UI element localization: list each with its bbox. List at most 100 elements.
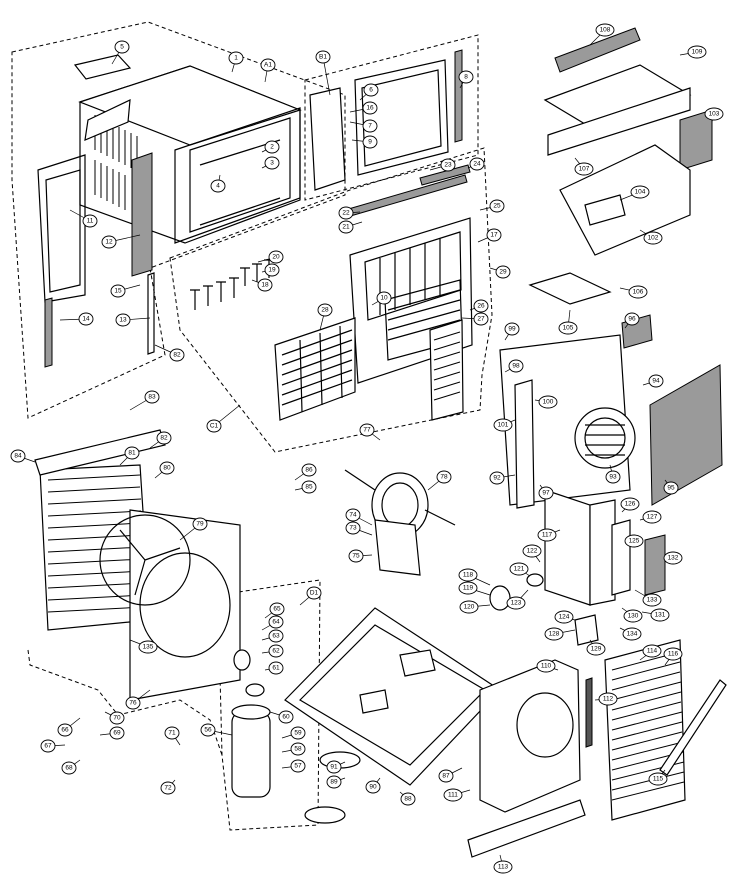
callout-96: 96 bbox=[624, 312, 640, 329]
callout-oval bbox=[345, 521, 361, 535]
callout-label: 126 bbox=[625, 501, 636, 508]
callout-24: 24 bbox=[467, 157, 485, 171]
callout-oval bbox=[630, 185, 650, 199]
side-seal-strip-12 bbox=[131, 152, 153, 277]
callout-label: 104 bbox=[635, 189, 646, 196]
group-outline-c1 bbox=[169, 147, 493, 453]
callout-oval bbox=[504, 322, 520, 336]
callout-label: 114 bbox=[647, 648, 658, 655]
callout-label: 87 bbox=[442, 773, 450, 780]
callout-oval bbox=[489, 199, 505, 213]
callout-oval bbox=[538, 486, 554, 500]
callout-label: 16 bbox=[366, 105, 374, 112]
callout-oval bbox=[115, 313, 131, 327]
cabinet-outer-case bbox=[37, 54, 302, 368]
callout-label: 1 bbox=[234, 55, 238, 62]
callout-label: 105 bbox=[563, 325, 574, 332]
blower-assembly bbox=[499, 314, 723, 509]
callout-label: 131 bbox=[655, 612, 666, 619]
blower-wheel-93 bbox=[574, 407, 636, 469]
overload-63 bbox=[233, 649, 251, 671]
callout-oval bbox=[598, 692, 618, 706]
compressor bbox=[231, 649, 271, 798]
callout-label: 19 bbox=[268, 267, 276, 274]
callout-100: 100 bbox=[534, 395, 558, 409]
callout-28: 28 bbox=[317, 303, 333, 331]
callout-oval bbox=[264, 140, 280, 154]
callout-oval bbox=[268, 615, 284, 629]
callout-oval bbox=[192, 517, 208, 531]
callout-oval bbox=[61, 761, 77, 775]
callout-label: 121 bbox=[514, 566, 525, 573]
callout-56: 56 bbox=[200, 723, 233, 737]
callout-111: 111 bbox=[443, 788, 471, 802]
callout-90: 90 bbox=[365, 777, 381, 794]
callout-66: 66 bbox=[57, 717, 81, 737]
callout-label: 102 bbox=[648, 235, 659, 242]
callout-B1: B1 bbox=[315, 50, 331, 96]
callout-82: 82 bbox=[154, 344, 185, 362]
condenser-coil bbox=[34, 429, 241, 701]
callout-label: 91 bbox=[330, 764, 338, 771]
callout-92: 92 bbox=[489, 471, 516, 485]
callout-63: 63 bbox=[261, 629, 284, 643]
front-grille-c1 bbox=[190, 164, 473, 421]
callout-label: 101 bbox=[498, 422, 509, 429]
callout-120: 120 bbox=[459, 600, 491, 614]
top-cover-5 bbox=[73, 54, 132, 80]
motor-bracket-74 bbox=[374, 519, 421, 576]
callout-20: 20 bbox=[257, 250, 284, 264]
callout-oval bbox=[278, 710, 294, 724]
callout-oval bbox=[268, 644, 284, 658]
callout-75: 75 bbox=[348, 549, 373, 563]
callout-label: 98 bbox=[512, 363, 520, 370]
callout-19: 19 bbox=[261, 263, 280, 277]
callout-oval bbox=[538, 395, 558, 409]
callout-oval bbox=[586, 642, 606, 656]
callout-oval bbox=[506, 596, 526, 610]
callout-117: 117 bbox=[537, 528, 561, 542]
callout-C1: C1 bbox=[206, 404, 241, 433]
callout-18: 18 bbox=[251, 278, 273, 292]
callout-label: 27 bbox=[477, 316, 485, 323]
callout-label: 127 bbox=[647, 514, 658, 521]
callout-72: 72 bbox=[160, 779, 176, 795]
callout-114: 114 bbox=[639, 644, 662, 661]
callout-oval bbox=[338, 220, 354, 234]
callout-26: 26 bbox=[469, 299, 489, 313]
callout-label: 89 bbox=[330, 779, 338, 786]
fan-blade-80 bbox=[99, 514, 191, 606]
callout-25: 25 bbox=[479, 199, 505, 213]
gasket-91 bbox=[304, 806, 346, 824]
callout-91: 91 bbox=[326, 760, 346, 774]
callout-oval bbox=[493, 860, 513, 874]
callout-label: 74 bbox=[349, 512, 357, 519]
callout-oval bbox=[363, 83, 379, 97]
plate-125 bbox=[611, 519, 631, 596]
grommet-61 bbox=[245, 683, 265, 697]
callout-label: 135 bbox=[143, 644, 154, 651]
callout-oval bbox=[315, 50, 331, 64]
callout-label: 77 bbox=[363, 427, 371, 434]
callout-oval bbox=[362, 101, 378, 115]
callout-oval bbox=[628, 285, 648, 299]
callout-oval bbox=[110, 284, 126, 298]
callout-label: 14 bbox=[82, 316, 90, 323]
callout-A1: A1 bbox=[260, 58, 276, 83]
callout-61: 61 bbox=[264, 661, 284, 675]
callout-label: 13 bbox=[119, 317, 127, 324]
callout-118: 118 bbox=[458, 568, 491, 586]
callout-99: 99 bbox=[504, 322, 520, 341]
callout-label: 120 bbox=[464, 604, 475, 611]
callout-label: 123 bbox=[511, 600, 522, 607]
insulation-95 bbox=[649, 364, 723, 506]
callout-label: 72 bbox=[164, 785, 172, 792]
callout-77: 77 bbox=[359, 423, 381, 441]
callout-label: 20 bbox=[272, 254, 280, 261]
callout-label: 79 bbox=[196, 521, 204, 528]
callout-oval bbox=[643, 231, 663, 245]
callout-label: 4 bbox=[216, 183, 220, 190]
callout-oval bbox=[78, 312, 94, 326]
callout-127: 127 bbox=[639, 510, 662, 524]
callout-115: 115 bbox=[648, 769, 668, 786]
